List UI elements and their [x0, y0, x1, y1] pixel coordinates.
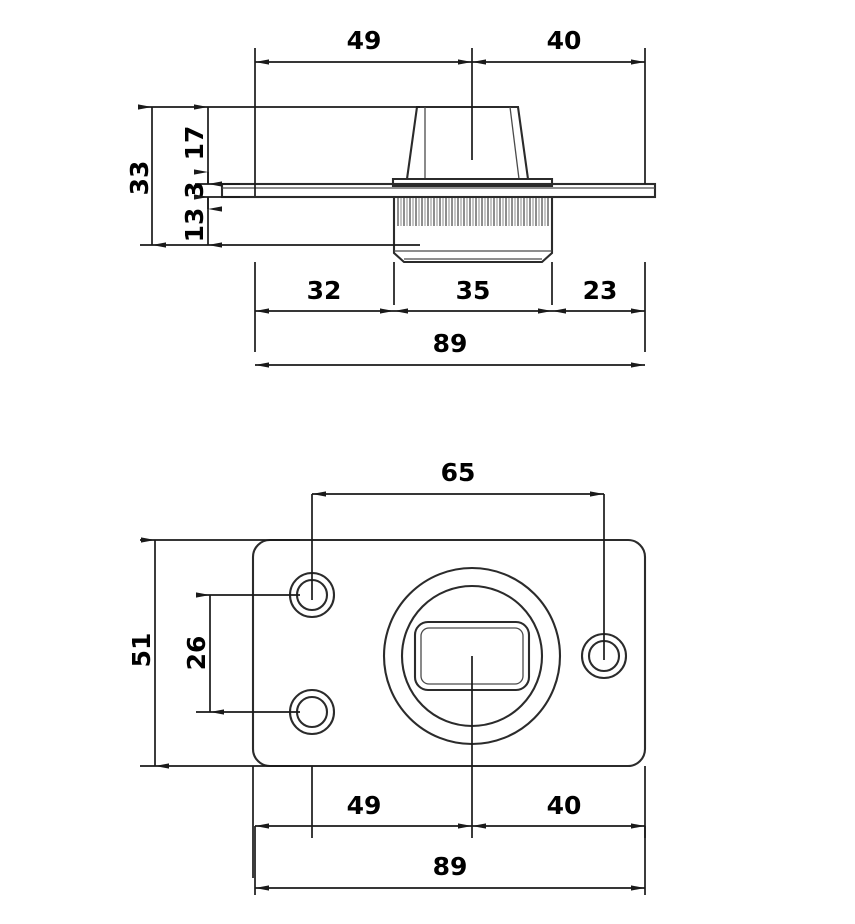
dimension-51: 51 — [127, 537, 169, 769]
dimension-label-65: 65 — [441, 458, 476, 487]
dimension-17: 17 — [180, 104, 222, 187]
dimension-33: 33 — [125, 104, 166, 248]
dimension-label-89-bottom: 89 — [433, 852, 468, 881]
dimension-label-49-bottom: 49 — [347, 791, 382, 820]
dimension-label-49-top: 49 — [347, 26, 382, 55]
dimension-23: 23 — [552, 276, 645, 314]
dimension-label-17: 17 — [180, 126, 209, 161]
dimension-label-40-top: 40 — [547, 26, 582, 55]
dimension-label-51: 51 — [127, 633, 156, 668]
dimension-label-3: 3 — [180, 181, 209, 198]
dimension-label-26: 26 — [182, 636, 211, 671]
dimension-65: 65 — [312, 458, 604, 497]
dimension-label-33: 33 — [125, 161, 154, 196]
side-elevation-view: 49 40 33 17 3 13 32 — [125, 26, 657, 368]
mounting-plate — [220, 182, 657, 199]
dimension-40-top: 40 — [472, 26, 645, 65]
dimension-label-32: 32 — [307, 276, 342, 305]
dimension-label-40-bottom: 40 — [547, 791, 582, 820]
dimension-3: 3 — [180, 169, 222, 212]
plan-view-center-lines — [140, 494, 646, 878]
tapered-knob — [405, 105, 530, 181]
plate-outline — [251, 538, 647, 768]
dimension-13: 13 — [180, 194, 222, 248]
dimension-label-35: 35 — [456, 276, 491, 305]
knurl-hatching — [397, 198, 549, 226]
dimension-label-89-top: 89 — [433, 329, 468, 358]
dimension-label-13: 13 — [180, 208, 209, 243]
dimension-89-top: 89 — [255, 329, 645, 368]
side-view-extension-lines — [254, 48, 646, 352]
dimension-40-bottom: 40 — [472, 791, 645, 829]
dimension-label-23: 23 — [583, 276, 618, 305]
bottom-plan-view: 65 51 26 49 40 89 — [127, 458, 647, 895]
knurled-cylinder — [392, 197, 554, 264]
dimension-35: 35 — [394, 276, 552, 314]
dimension-49-top: 49 — [255, 26, 472, 65]
dimension-32: 32 — [255, 276, 394, 314]
dimension-26: 26 — [182, 592, 224, 715]
dimension-89-bottom: 89 — [254, 826, 646, 895]
dimension-49-bottom: 49 — [255, 791, 472, 829]
